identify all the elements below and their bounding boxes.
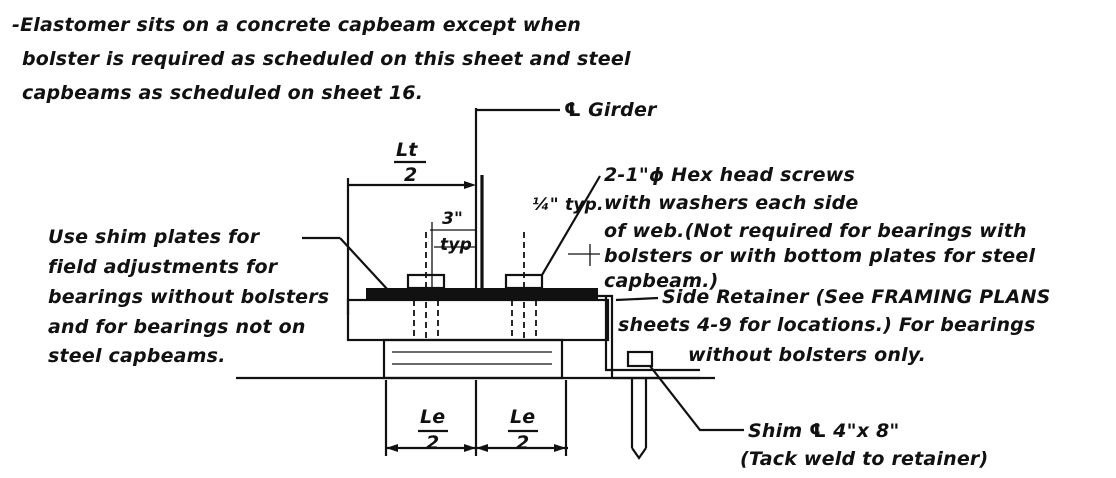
dim-le-denominator-left: 2 xyxy=(426,432,440,454)
hex-screws-leader xyxy=(541,175,601,276)
girder-centerline-label: ℄ Girder xyxy=(564,97,657,124)
dim-le-arrow-3 xyxy=(476,444,488,452)
girder-label: Girder xyxy=(588,99,657,121)
hex-screws-note-line-2: with washers each side xyxy=(604,192,859,214)
dim-lt-numerator: Lt xyxy=(396,139,418,161)
shim-plates-note-line-4: and for bearings not on xyxy=(48,316,306,338)
shim-plates-note-line-1: Use shim plates for xyxy=(48,226,260,248)
shim-plates-leader-b xyxy=(339,237,389,291)
shim-plates-note-line-3: bearings without bolsters xyxy=(48,286,330,308)
general-note-line-1: -Elastomer sits on a concrete capbeam ex… xyxy=(12,14,582,36)
shim-plates-note-line-2: field adjustments for xyxy=(48,256,278,278)
side-retainer-note-line-2: sheets 4-9 for locations.) For bearings xyxy=(618,314,1036,336)
dim-lt-arrow xyxy=(464,181,476,189)
dim-3in-typ-label: typ xyxy=(440,235,472,255)
sole-plate xyxy=(366,288,598,300)
dim-le-denominator-right: 2 xyxy=(516,432,530,454)
dim-le-numerator-right: Le xyxy=(510,406,536,428)
dim-le-arrow-4 xyxy=(554,444,566,452)
shim-note-line-2: (Tack weld to retainer) xyxy=(740,448,989,470)
hex-screws-note-line-4: bolsters or with bottom plates for steel xyxy=(604,245,1036,267)
shim-leader xyxy=(649,365,744,432)
side-retainer-inner xyxy=(604,296,700,372)
hex-screws-note-line-3: of web.(Not required for bearings with xyxy=(604,220,1027,242)
dim-quarter-typ-label: ¼" typ. xyxy=(532,195,604,215)
hex-screws-note-line-5: capbeam.) xyxy=(604,270,719,292)
general-note-line-3: capbeams as scheduled on sheet 16. xyxy=(22,82,424,104)
retainer-bolt-tip xyxy=(631,447,647,460)
masonry-plate xyxy=(346,298,610,342)
dim-3in-label: 3" xyxy=(442,209,464,229)
side-retainer-note-line-1: Side Retainer (See FRAMING PLANS xyxy=(662,286,1051,308)
shim-plates-note-line-5: steel capbeams. xyxy=(48,345,226,367)
shim-note-line-1: Shim ℄ 4"x 8" xyxy=(748,420,900,442)
dim-lt-denominator: 2 xyxy=(404,164,418,186)
hex-screws-note-line-1: 2-1"ϕ Hex head screws xyxy=(604,164,855,186)
general-note-line-2: bolster is required as scheduled on this… xyxy=(22,48,631,70)
side-retainer-leader xyxy=(615,296,659,302)
side-retainer-vertical xyxy=(598,294,614,378)
dim-le-arrow-1 xyxy=(386,444,398,452)
elastomer-pad xyxy=(382,338,564,380)
centerline-symbol: ℄ xyxy=(564,99,582,121)
retainer-bolt-head xyxy=(626,350,654,368)
dim-le-numerator-left: Le xyxy=(420,406,446,428)
side-retainer-note-line-3: without bolsters only. xyxy=(688,344,927,366)
dim-le-arrow-2 xyxy=(464,444,476,452)
